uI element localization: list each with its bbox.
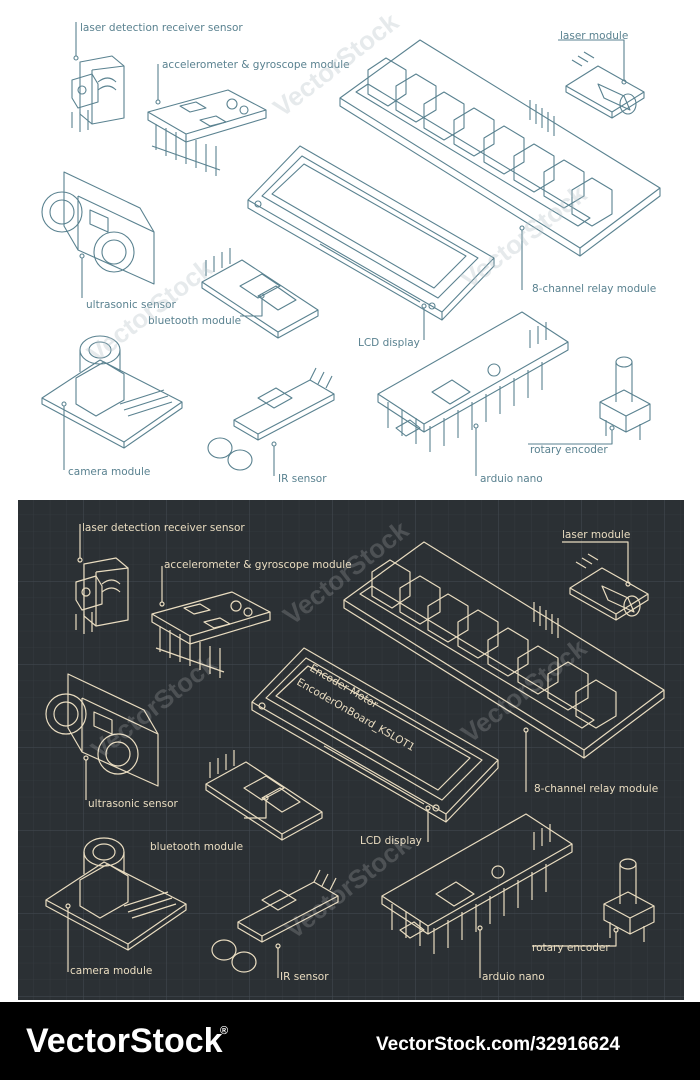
label-laser-module: laser module [560, 30, 628, 42]
label-bluetooth: bluetooth module [148, 315, 241, 327]
footer-content: VectorStock ® VectorStock.com/32916624 [26, 1022, 620, 1060]
label-laser-receiver-dark: laser detection receiver sensor [82, 522, 245, 534]
dark-labels: laser detection receiver sensor accelero… [70, 522, 658, 983]
footer-url: VectorStock.com/32916624 [376, 1034, 620, 1055]
label-camera-dark: camera module [70, 965, 152, 977]
label-ultrasonic: ultrasonic sensor [86, 299, 176, 311]
label-lcd: LCD display [358, 337, 420, 349]
label-relay-dark: 8-channel relay module [534, 783, 658, 795]
label-ir: IR sensor [278, 473, 327, 485]
label-arduino: arduio nano [480, 473, 543, 485]
label-encoder: rotary encoder [530, 444, 608, 456]
light-artwork [41, 21, 661, 477]
label-laser-receiver: laser detection receiver sensor [80, 22, 243, 34]
light-labels: laser detection receiver sensor accelero… [68, 22, 656, 485]
label-bluetooth-dark: bluetooth module [150, 841, 243, 853]
label-camera: camera module [68, 466, 150, 478]
footer-brand: VectorStock [26, 1022, 223, 1060]
label-arduino-dark: arduio nano [482, 971, 545, 983]
footer-bar [0, 1002, 700, 1080]
label-accel-gyro: accelerometer & gyroscope module [162, 59, 350, 71]
label-accel-gyro-dark: accelerometer & gyroscope module [164, 559, 352, 571]
watermark: VectorStock [455, 178, 592, 294]
label-ir-dark: IR sensor [280, 971, 329, 983]
label-laser-module-dark: laser module [562, 529, 630, 541]
label-lcd-dark: LCD display [360, 835, 422, 847]
label-encoder-dark: rotary encoder [532, 942, 610, 954]
label-ultrasonic-dark: ultrasonic sensor [88, 798, 178, 810]
footer-registered: ® [220, 1025, 228, 1037]
label-relay: 8-channel relay module [532, 283, 656, 295]
dark-panel-content: Encoder Motor EncoderOnBoard_KSLOT1 lase… [18, 500, 684, 1000]
